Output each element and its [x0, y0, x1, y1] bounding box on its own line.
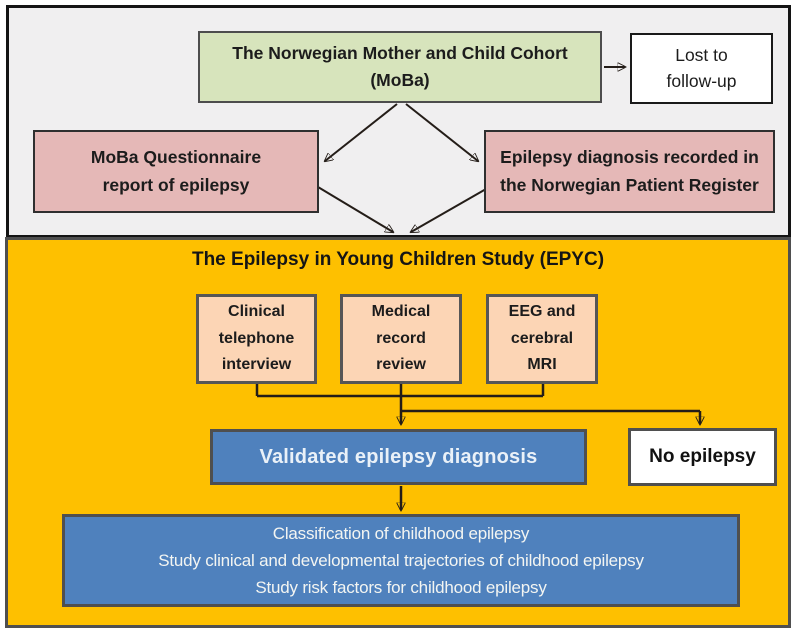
- validated-diagnosis-box: Validated epilepsy diagnosis: [210, 429, 587, 485]
- epyc-title: The Epilepsy in Young Children Study (EP…: [191, 249, 605, 270]
- method-box-telephone-interview: Clinical telephone interview: [196, 294, 317, 384]
- questionnaire-box: MoBa Questionnaire report of epilepsy: [33, 130, 319, 213]
- lost-to-follow-up-box: Lost to follow-up: [630, 33, 773, 104]
- method-box-eeg-mri: EEG and cerebral MRI: [486, 294, 598, 384]
- study-goals-box: Classification of childhood epilepsy Stu…: [62, 514, 740, 607]
- patient-register-box: Epilepsy diagnosis recorded in the Norwe…: [484, 130, 775, 213]
- cohort-box: The Norwegian Mother and Child Cohort (M…: [198, 31, 602, 103]
- method-box-medical-record: Medical record review: [340, 294, 462, 384]
- no-epilepsy-box: No epilepsy: [628, 428, 777, 486]
